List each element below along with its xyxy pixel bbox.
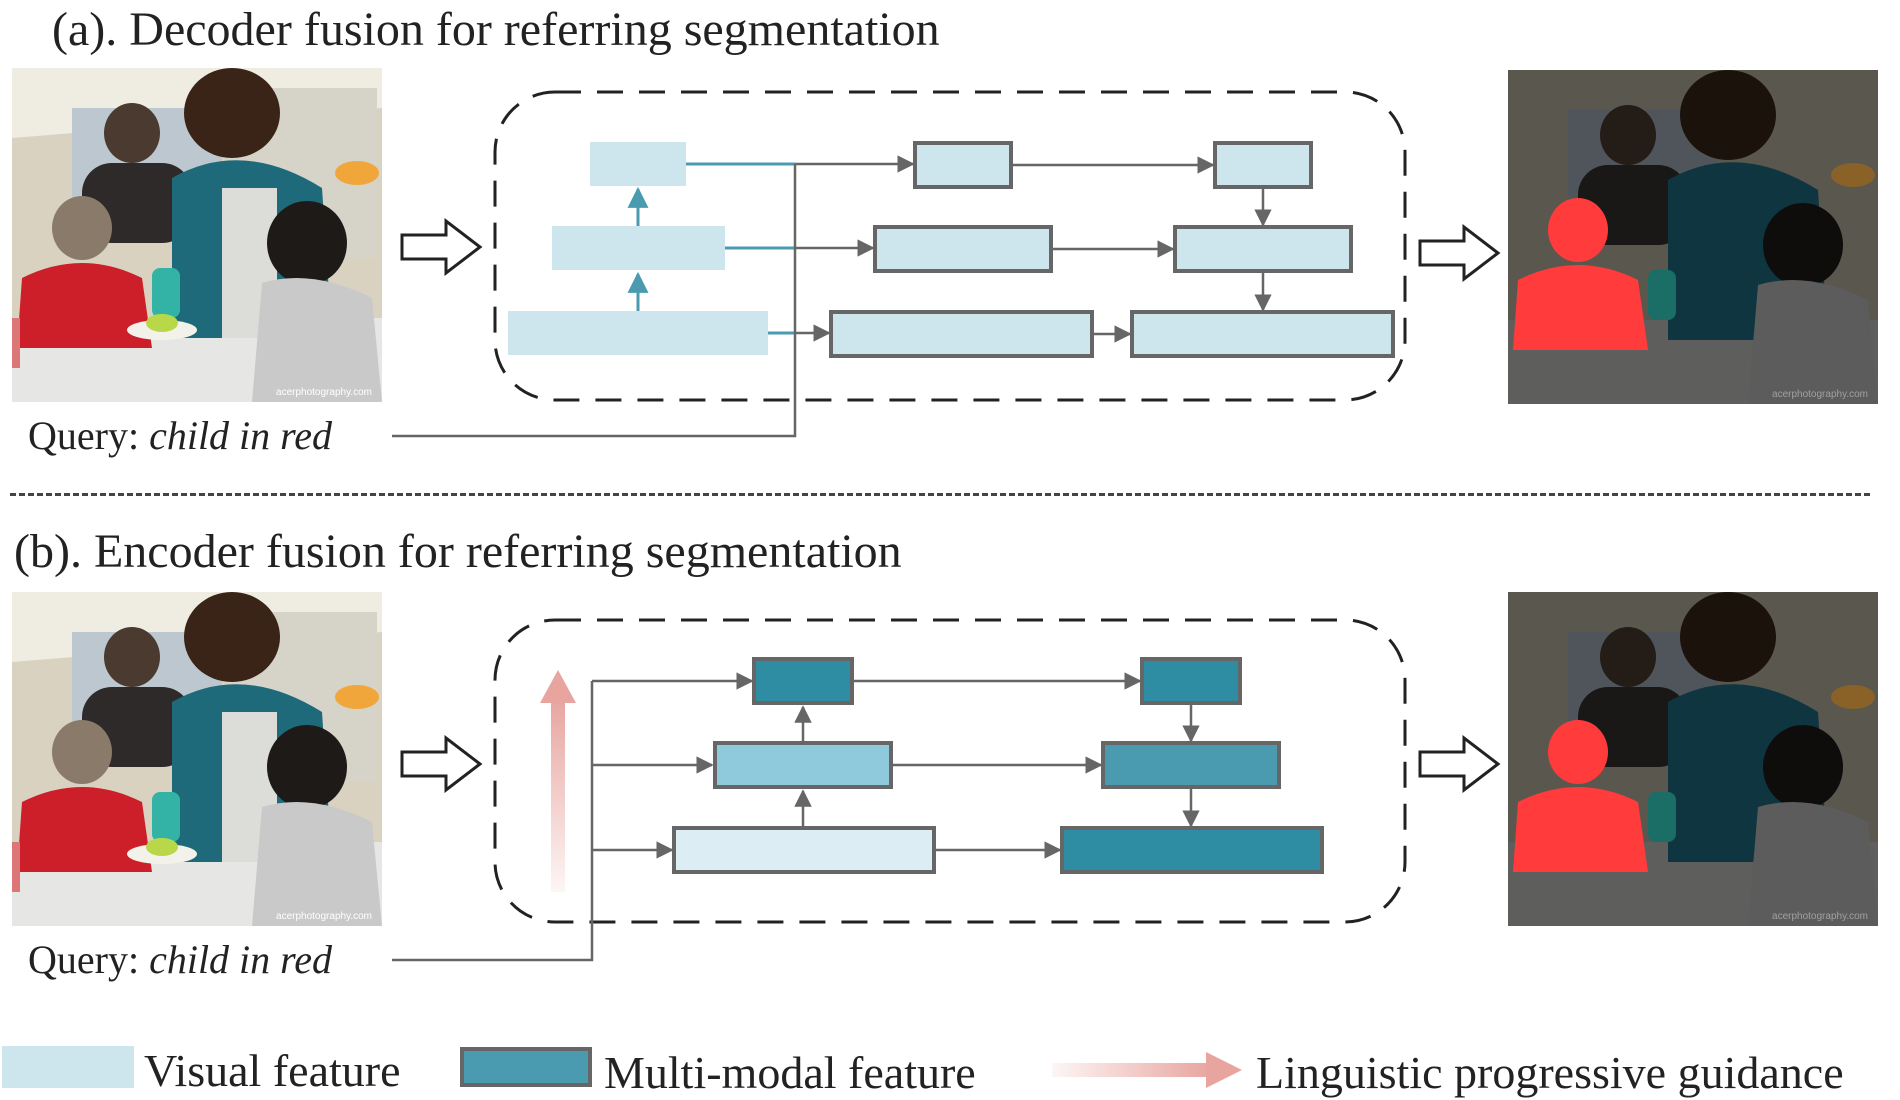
output-arrow-b (1418, 735, 1501, 793)
decoder-block-mid-right (1173, 225, 1353, 273)
input-photo-b: acerphotography.com (12, 592, 382, 926)
encoder-block-mid-right (1101, 741, 1281, 789)
encoder-fusion-diagram (392, 618, 1407, 962)
decoder-block-mid-left (873, 225, 1053, 273)
query-b: Query: child in red (28, 940, 332, 980)
query-line-b (392, 681, 594, 962)
legend-multimodal-swatch (460, 1047, 592, 1087)
input-arrow-b (400, 735, 483, 793)
section-a-title: (a). Decoder fusion for referring segmen… (52, 3, 940, 56)
decoder-block-top-right (1213, 141, 1313, 189)
encoder-dashed-container (493, 618, 1407, 924)
visual-feature-block-top (590, 142, 686, 186)
encoder-block-bottom-right (1060, 826, 1324, 874)
photo-watermark: acerphotography.com (1772, 911, 1868, 922)
section-separator (10, 493, 1870, 496)
output-photo-b: acerphotography.com (1508, 592, 1878, 926)
legend-visual-label: Visual feature (144, 1045, 401, 1096)
encoder-block-mid-left (713, 741, 893, 789)
photo-watermark: acerphotography.com (276, 911, 372, 922)
legend-guidance-arrow (1052, 1052, 1242, 1088)
linguistic-guidance-arrow (540, 670, 576, 892)
photo-watermark: acerphotography.com (1772, 389, 1868, 400)
decoder-block-bottom-left (829, 310, 1094, 358)
query-text-a: child in red (149, 413, 333, 458)
legend-multimodal-label: Multi-modal feature (604, 1047, 976, 1098)
output-photo-a: acerphotography.com (1508, 70, 1878, 404)
query-line-a (392, 164, 797, 438)
input-arrow-a (400, 218, 483, 276)
photo-watermark: acerphotography.com (276, 387, 372, 398)
decoder-block-top-left (913, 141, 1013, 189)
legend-visual-swatch (2, 1046, 134, 1088)
visual-feature-block-bottom (508, 311, 768, 355)
encoder-block-top-right (1140, 657, 1242, 705)
output-arrow-a (1418, 224, 1501, 282)
decoder-block-bottom-right (1130, 310, 1395, 358)
legend-guidance-label: Linguistic progressive guidance (1256, 1047, 1844, 1098)
visual-feature-block-mid (552, 226, 725, 270)
encoder-block-bottom-left (672, 826, 936, 874)
query-text-b: child in red (149, 937, 333, 982)
query-prefix-a: Query: (28, 413, 140, 458)
decoder-fusion-diagram (392, 90, 1407, 438)
encoder-block-top-left (752, 657, 854, 705)
section-b-title: (b). Encoder fusion for referring segmen… (14, 525, 902, 578)
input-photo-a: acerphotography.com (12, 68, 382, 402)
decoder-dashed-container (493, 90, 1407, 402)
query-prefix-b: Query: (28, 937, 140, 982)
query-a: Query: child in red (28, 416, 332, 456)
